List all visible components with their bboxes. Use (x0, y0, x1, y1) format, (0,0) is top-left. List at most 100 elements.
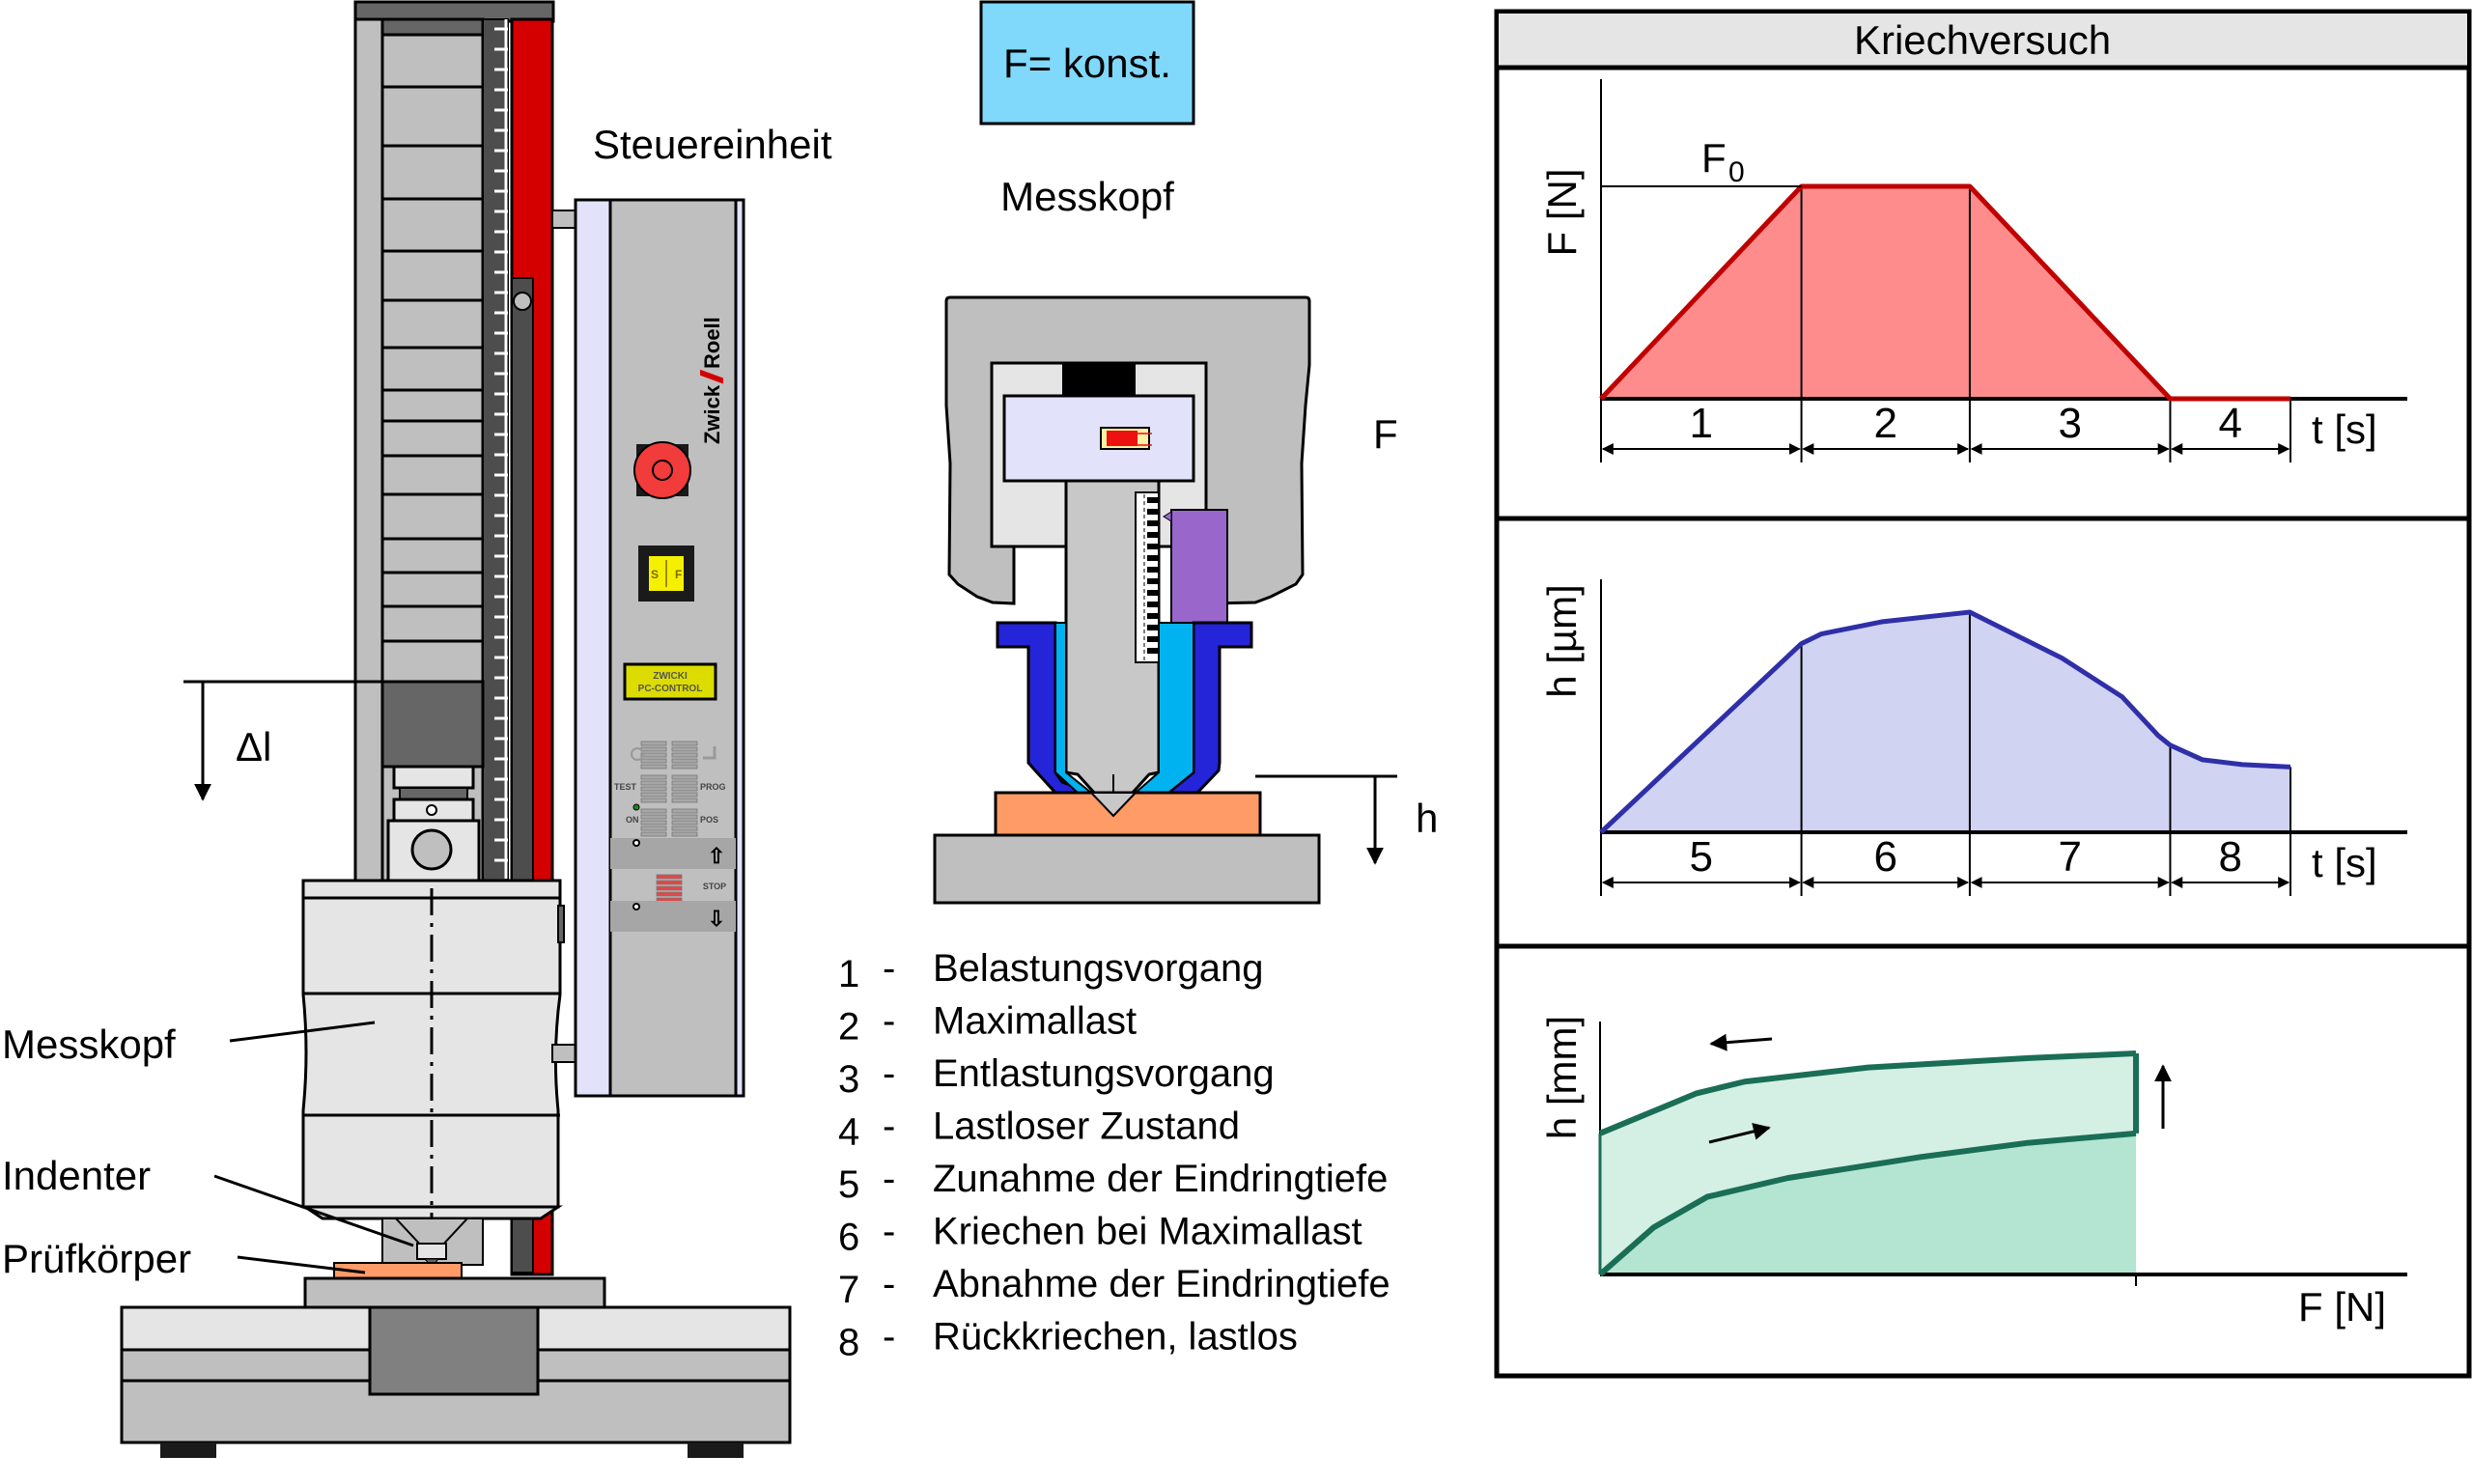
legend-item: 4-Lastloser Zustand (838, 1106, 1240, 1154)
force-sensor-plate (1002, 394, 1195, 483)
brand-slash (700, 369, 723, 384)
indenter-assembly (381, 1218, 484, 1268)
displacement-sensor (1170, 509, 1228, 625)
keypad-slat (671, 814, 698, 820)
keypad-slat (671, 808, 698, 814)
arm-upper (551, 210, 576, 229)
control-unit: Steuereinheit Zwick Roell S F ZWICKI PC-… (551, 122, 832, 1098)
display (623, 662, 717, 701)
displacement-tick (1147, 648, 1158, 654)
keypad-slat (640, 774, 667, 780)
legend-item: 5-Zunahme der Eindringtiefe (838, 1158, 1388, 1206)
legend-item: 2-Maximallast (838, 1000, 1137, 1049)
keypad-slat (656, 885, 683, 891)
callout-line-specimen (237, 1255, 366, 1274)
power-icon (631, 747, 644, 761)
legend-separator: - (883, 1316, 895, 1358)
unloading-curve (1598, 1050, 2137, 1136)
crosshead (380, 680, 485, 769)
rail-bolt (513, 292, 532, 311)
keypad-slat (671, 792, 698, 798)
column-slats (382, 33, 483, 643)
label-specimen: Prüfkörper (2, 1236, 191, 1281)
keypad-slat (671, 774, 698, 780)
segment-label: 8 (2218, 833, 2241, 881)
keypad-slat (671, 764, 698, 770)
keypad-slat (640, 798, 667, 803)
brand-logo: Zwick Roell (700, 317, 724, 444)
force-label: F (1373, 411, 1398, 457)
legend-number: 8 (838, 1322, 859, 1364)
detail-base-plate (933, 833, 1321, 905)
displacement-tick (1147, 613, 1158, 619)
keypad-slat (671, 780, 698, 786)
crosshead-plate (392, 765, 475, 790)
legend-separator: - (883, 1158, 895, 1200)
segment-label: 4 (2218, 400, 2241, 447)
panel-title: Kriechversuch (1854, 17, 2111, 63)
x-axis-label: t [s] (2312, 840, 2377, 885)
keypad-slat (640, 746, 667, 752)
displacement-tick (1147, 520, 1158, 526)
legend-separator: - (883, 1000, 895, 1043)
control-unit-label: Steuereinheit (593, 122, 832, 167)
foot-right (688, 1442, 744, 1458)
displacement-tick (1147, 509, 1158, 515)
up-button-row[interactable] (610, 838, 736, 869)
segment-label: 6 (1873, 833, 1896, 881)
up-led (632, 839, 640, 847)
legend-text: Maximallast (933, 1000, 1137, 1043)
strain-gauge-icon (1100, 427, 1152, 450)
keypad-slat (640, 831, 667, 837)
legend-text: Zunahme der Eindringtiefe (933, 1158, 1388, 1200)
phase-legend: 1-Belastungsvorgang2-Maximallast3-Entlas… (838, 947, 1390, 1364)
keypad-slat (640, 758, 667, 764)
displacement-scale-ticks (1143, 494, 1158, 660)
legend-text: Rückkriechen, lastlos (933, 1316, 1298, 1358)
keypad-slat (640, 792, 667, 798)
displacement-tick (1147, 578, 1158, 584)
adapter-pin (426, 804, 437, 816)
keypad-slat (640, 786, 667, 792)
keypad-slat (671, 798, 698, 803)
legend-number: 7 (838, 1269, 859, 1311)
scale-ticks (494, 19, 508, 879)
stop-button-label: STOP (703, 882, 726, 891)
displacement-tick (1147, 590, 1158, 596)
keypad-slat (640, 808, 667, 814)
keypad-slat (640, 814, 667, 820)
segment-label: 1 (1690, 400, 1713, 447)
panel-header (1499, 14, 2467, 68)
y-axis-label: h [mm] (1539, 1016, 1585, 1139)
keypad-slat (656, 874, 683, 880)
brand-zwick: Zwick (700, 384, 724, 444)
foot-left (160, 1442, 216, 1458)
legend-number: 1 (838, 953, 859, 995)
depth-label: h (1416, 796, 1438, 841)
keypad-slat (671, 831, 698, 837)
legend-text: Entlastungsvorgang (933, 1052, 1275, 1095)
prog-button-label: PROG (700, 782, 726, 792)
legend-item: 6-Kriechen bei Maximallast (838, 1211, 1362, 1259)
label-measuring-head: Messkopf (2, 1022, 176, 1067)
down-button-row[interactable] (610, 901, 736, 932)
emergency-stop-button[interactable] (633, 441, 691, 499)
series-line (1599, 183, 2290, 402)
displacement-tick (1147, 636, 1158, 642)
legend-separator: - (883, 1052, 895, 1095)
testing-machine: Messkopf Indenter Prüfkörper Δl (2, 0, 792, 1458)
display-line-1: ZWICKI (653, 671, 688, 682)
keypad-slat (640, 764, 667, 770)
hysteresis-fill-dark (1600, 1133, 2136, 1274)
arm-lower (551, 1044, 576, 1063)
x-axis-label: F [N] (2298, 1284, 2386, 1330)
legend-number: 2 (838, 1006, 859, 1049)
column-band (380, 17, 485, 37)
legend-text: Belastungsvorgang (933, 947, 1263, 990)
measuring-head-detail: F= konst. Messkopf F h (933, 0, 1438, 905)
measuring-head-title: Messkopf (1000, 174, 1174, 219)
